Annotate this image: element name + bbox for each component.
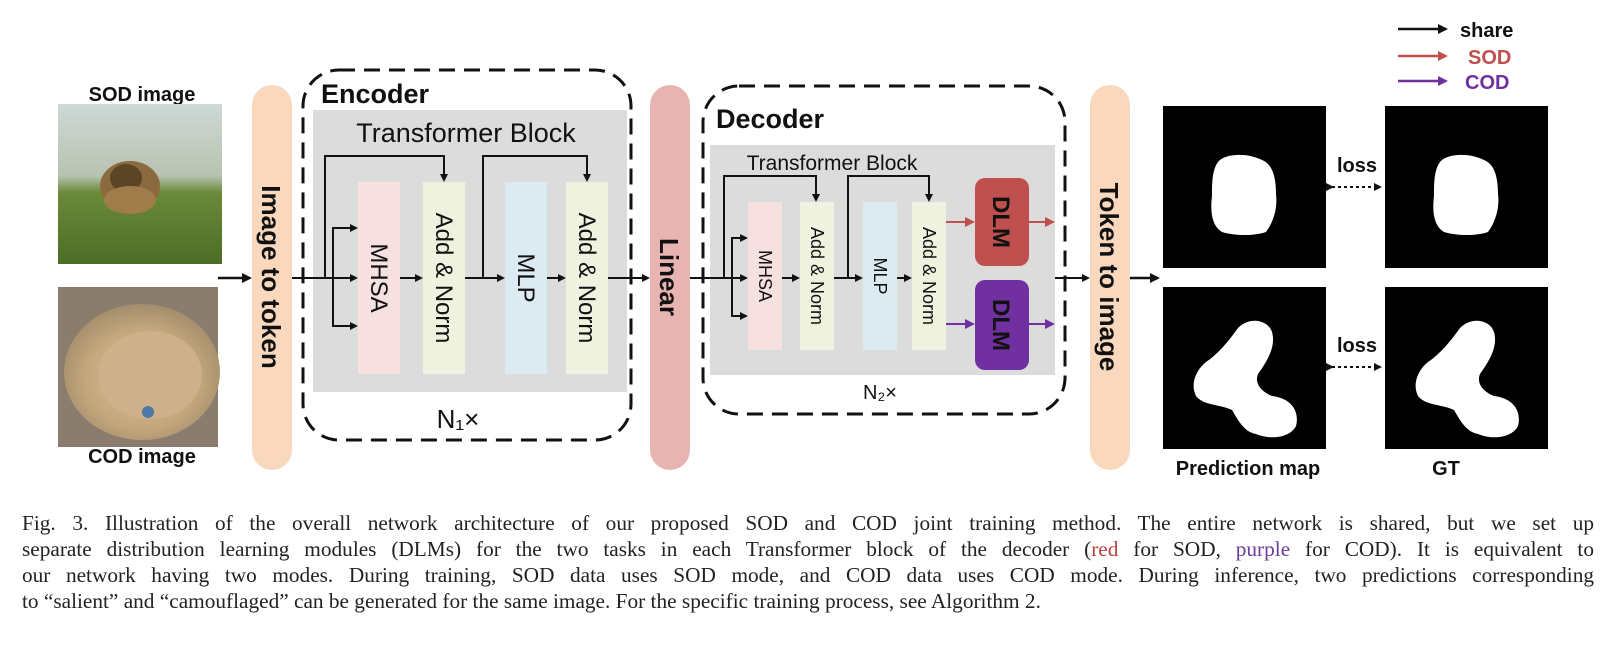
encoder: Encoder Transformer Block MHSA Add & Nor… — [292, 68, 650, 442]
loss-label-cod: loss — [1337, 335, 1377, 357]
encoder-frame — [301, 68, 633, 442]
legend-cod-label: COD — [1465, 72, 1509, 94]
token-to-image-block: Token to image — [1090, 85, 1130, 470]
image-to-token-label: Image to token — [256, 185, 286, 368]
dlm-sod — [975, 178, 1029, 266]
caption-line-2-c: for COD). It is equivalent to — [1290, 537, 1594, 561]
legend-sod-label: SOD — [1468, 47, 1511, 69]
loss-label-sod: loss — [1337, 155, 1377, 177]
encoder-add-norm-2 — [566, 182, 608, 374]
legend-share-label: share — [1460, 20, 1513, 42]
decoder-frame — [701, 84, 1067, 416]
decoder-add-norm-2 — [912, 202, 946, 350]
cod-ground-truth — [1385, 287, 1548, 449]
caption-line-2: separate distribution learning modules (… — [22, 536, 1594, 562]
gt-label: GT — [1432, 458, 1460, 480]
decoder-add-norm-2-label: Add & Norm — [919, 227, 939, 325]
encoder-title: Encoder — [321, 79, 430, 109]
legend: share SOD COD — [1398, 20, 1513, 94]
caption-line-3: our network having two modes. During tra… — [22, 563, 1594, 587]
cod-image-label: COD image — [88, 446, 196, 468]
encoder-mhsa-label: MHSA — [365, 243, 392, 312]
linear-block: Linear — [650, 85, 690, 470]
cod-prediction-map — [1163, 287, 1326, 449]
decoder-mhsa-label: MHSA — [755, 250, 775, 302]
sod-ground-truth — [1385, 106, 1548, 268]
token-to-image-label: Token to image — [1094, 183, 1124, 372]
decoder-add-norm-1-label: Add & Norm — [807, 227, 827, 325]
architecture-diagram: share SOD COD SOD image COD image Image … — [58, 20, 1548, 480]
figure-caption: Fig. 3. Illustration of the overall netw… — [22, 510, 1594, 614]
encoder-repeat: N₁× — [437, 404, 480, 434]
decoder-mlp-label: MLP — [870, 257, 890, 294]
dlm-cod-label: DLM — [987, 299, 1014, 351]
caption-red-word: red — [1091, 537, 1119, 561]
encoder-add-norm-2-label: Add & Norm — [573, 213, 600, 344]
input-images: SOD image COD image — [58, 84, 222, 468]
encoder-add-norm-1 — [423, 182, 465, 374]
decoder: Decoder Transformer Block MHSA Add & Nor… — [690, 84, 1090, 416]
caption-line-2-a: separate distribution learning modules (… — [22, 537, 1092, 561]
dlm-cod — [975, 280, 1029, 370]
encoder-mlp-label: MLP — [512, 253, 539, 302]
prediction-map-label: Prediction map — [1176, 458, 1320, 480]
decoder-block-title: Transformer Block — [747, 152, 918, 175]
encoder-block-title: Transformer Block — [356, 118, 576, 148]
sod-prediction-map — [1163, 106, 1326, 268]
caption-line-2-b: for SOD, — [1118, 537, 1236, 561]
linear-label: Linear — [654, 238, 684, 316]
caption-purple-word: purple — [1235, 537, 1291, 561]
encoder-mhsa — [358, 182, 400, 374]
encoder-add-norm-1-label: Add & Norm — [430, 213, 457, 344]
dlm-sod-label: DLM — [987, 196, 1014, 248]
cod-image — [58, 287, 220, 447]
sod-image — [58, 104, 222, 264]
decoder-mhsa — [748, 202, 782, 350]
image-to-token-block: Image to token — [252, 85, 292, 470]
caption-line-4: to “salient” and “camouflaged” can be ge… — [22, 589, 1041, 613]
decoder-add-norm-1 — [800, 202, 834, 350]
encoder-mlp — [505, 182, 547, 374]
caption-line-1: Fig. 3. Illustration of the overall netw… — [22, 511, 1594, 535]
decoder-repeat: N₂× — [863, 382, 897, 404]
sod-image-label: SOD image — [89, 84, 196, 106]
decoder-mlp — [863, 202, 897, 350]
outputs: loss loss Prediction map GT — [1163, 106, 1548, 480]
decoder-title: Decoder — [716, 104, 825, 134]
